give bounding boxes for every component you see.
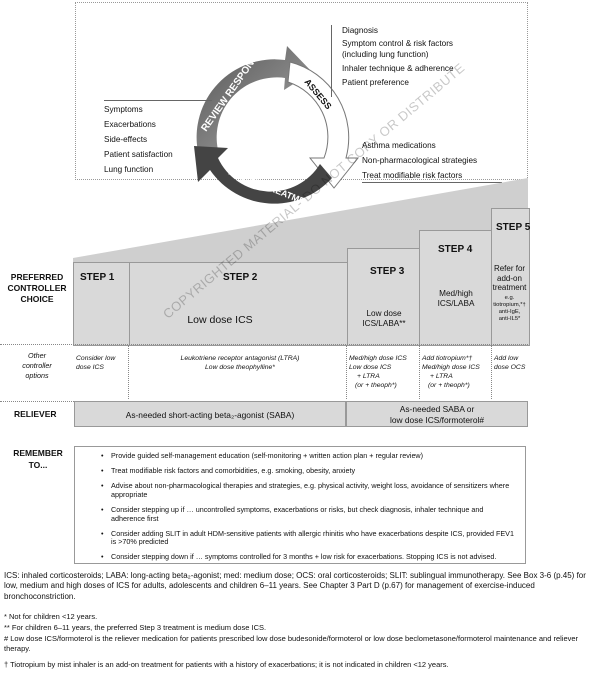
adjust-item: Non-pharmacological strategies (362, 156, 478, 165)
step2-column (129, 262, 349, 346)
step3-label: STEP 3 (370, 266, 405, 277)
footnote-2: ** For children 6–11 years, the preferre… (4, 623, 267, 632)
reliever-left: As-needed short-acting beta₂-agonist (SA… (74, 401, 346, 427)
assess-item: Patient preference (342, 78, 409, 87)
step2-preferred: Low dose ICS (187, 314, 253, 326)
remember-item: Advise about non-pharmacological therapi… (101, 481, 517, 500)
other-divider (419, 345, 420, 399)
review-list: Symptoms Exacerbations Side-effects Pati… (104, 100, 212, 175)
review-item: Exacerbations (104, 120, 156, 129)
other-divider (346, 345, 347, 399)
step2-label: STEP 2 (223, 272, 258, 283)
assess-item: Diagnosis (342, 26, 378, 35)
step1-label: STEP 1 (80, 272, 115, 283)
footnote-4: † Tiotropium by mist inhaler is an add-o… (4, 660, 449, 669)
step-staircase (73, 178, 528, 263)
assess-list: Diagnosis Symptom control & risk factors… (331, 25, 454, 97)
review-item: Lung function (104, 165, 154, 174)
other-col-dividers (128, 345, 129, 399)
remember-item: Consider adding SLIT in adult HDM-sensit… (101, 529, 517, 548)
assess-item: (including lung function) (342, 50, 429, 59)
review-response-arrow (196, 46, 312, 152)
adjust-list: Asthma medications Non-pharmacological s… (362, 140, 502, 183)
review-item: Symptoms (104, 105, 143, 114)
review-item: Side-effects (104, 135, 148, 144)
remember-item: Treat modifiable risk factors and comorb… (101, 466, 517, 476)
remember-item: Consider stepping up if … uncontrolled s… (101, 505, 517, 524)
step5-label: STEP 5 (496, 222, 531, 233)
step2-other: Leukotriene receptor antagonist (LTRA)Lo… (180, 355, 300, 371)
review-item: Patient satisfaction (104, 150, 173, 159)
reliever-row-label: RELIEVER (14, 409, 57, 419)
remember-list: Provide guided self-management education… (99, 451, 517, 562)
step1-column (73, 262, 131, 346)
adjust-item: Asthma medications (362, 141, 436, 150)
footnote-abbrev: ICS: inhaled corticosteroids; LABA: long… (4, 571, 586, 601)
step3-column (347, 248, 421, 346)
step4-column (419, 230, 493, 346)
assess-item: Inhaler technique & adherence (342, 64, 454, 73)
footnote-1: * Not for children <12 years. (4, 612, 98, 621)
cycle-box (75, 2, 528, 180)
adjust-treatment-arrow (194, 146, 332, 204)
footnote-3: # Low dose ICS/formoterol is the relieve… (4, 634, 579, 653)
step5-column (491, 208, 530, 346)
cycle-diagram: REVIEW RESPONSE ASSESS ADJUST TREATMENT (194, 46, 360, 210)
remember-item: Provide guided self-management education… (101, 451, 517, 461)
adjust-item: Treat modifiable risk factors (362, 171, 463, 180)
step4-other: Add tiotropium*†Med/high dose ICS + LTRA… (422, 355, 480, 389)
remember-item: Consider stepping down if … symptoms con… (101, 553, 517, 562)
assess-arrow (287, 61, 360, 189)
remember-box: Provide guided self-management education… (74, 446, 526, 564)
preferred-row-label: PREFERRED CONTROLLER CHOICE (7, 272, 67, 304)
step4-label: STEP 4 (438, 244, 473, 255)
assess-item: Symptom control & risk factors (342, 39, 454, 48)
steps-grid (73, 208, 530, 408)
other-divider (491, 345, 492, 399)
